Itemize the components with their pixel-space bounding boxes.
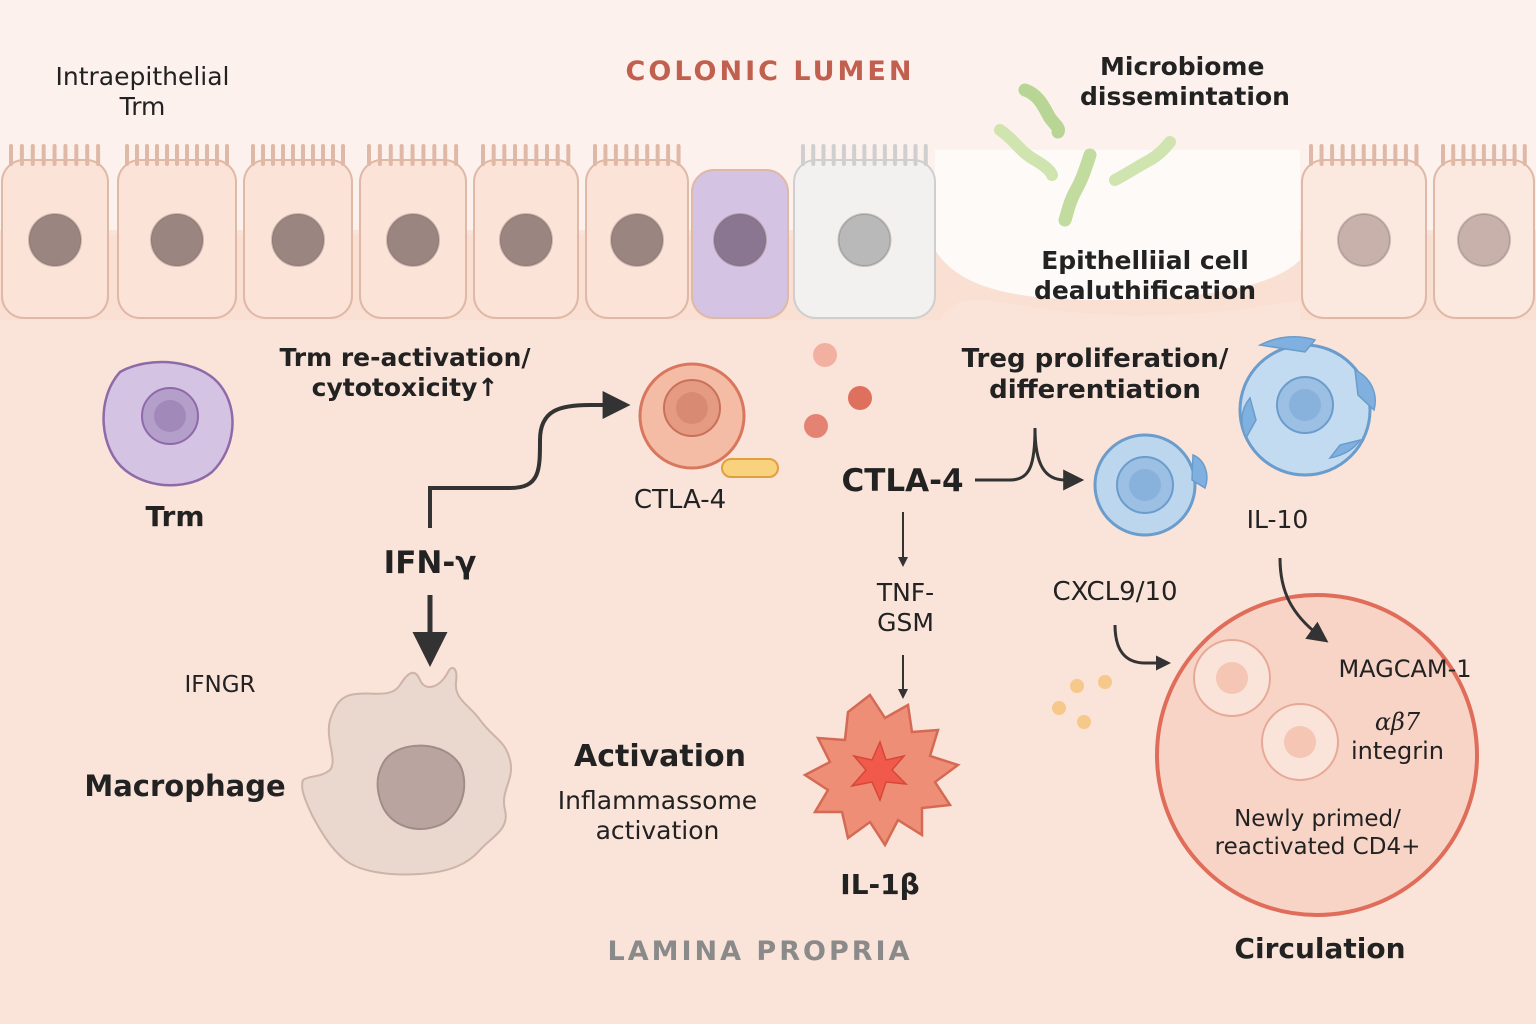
label-epithelial-damage: Epithelliial cell dealuthification bbox=[1020, 246, 1270, 306]
label-microbiome-line2: dissemintation bbox=[1080, 82, 1290, 111]
label-cxcl: CXCL9/10 bbox=[1052, 577, 1178, 607]
epithelial-nucleus bbox=[28, 213, 82, 267]
cytokine-dot-icon bbox=[1077, 715, 1091, 729]
label-intraepithelial-trm: Intraepithelial Trm bbox=[20, 62, 265, 122]
label-integrin: αβ7 integrin bbox=[1340, 708, 1455, 766]
label-cd4: Newly primed/ reactivated CD4+ bbox=[1205, 806, 1430, 861]
label-il1b: IL-1β bbox=[840, 868, 920, 901]
treg-cell-large bbox=[1238, 335, 1376, 477]
epithelial-nucleus bbox=[499, 213, 553, 267]
circulation-vessel bbox=[1155, 593, 1479, 917]
cytokine-dot-icon bbox=[1070, 679, 1084, 693]
label-macrophage: Macrophage bbox=[84, 769, 286, 803]
zone-label-lamina-propria: LAMINA PROPRIA bbox=[607, 936, 913, 967]
label-ifngr: IFNGR bbox=[184, 672, 256, 698]
microvilli bbox=[367, 144, 459, 166]
label-tnf-line2: GSM bbox=[877, 608, 934, 637]
bacteria-cluster bbox=[994, 83, 1176, 227]
label-treg-line1: Treg proliferation/ bbox=[961, 344, 1229, 374]
label-microbiome-line1: Microbiome bbox=[1100, 52, 1265, 81]
arrow-icon bbox=[1113, 624, 1171, 671]
epithelial-nucleus bbox=[713, 213, 767, 267]
rod-bacterium-icon bbox=[1058, 148, 1097, 227]
epithelial-nucleus bbox=[1337, 213, 1391, 267]
label-intraepithelial-trm-line2: Trm bbox=[119, 92, 166, 121]
label-intraepithelial-trm-line1: Intraepithelial bbox=[55, 62, 230, 91]
label-il10: IL-10 bbox=[1246, 505, 1309, 534]
label-ctla4-central: CTLA-4 bbox=[841, 463, 964, 499]
epithelial-nucleus bbox=[386, 213, 440, 267]
label-trm-reactivation-line1: Trm re-activation/ bbox=[279, 343, 531, 372]
zone-label-lumen: COLONIC LUMEN bbox=[625, 56, 915, 87]
microvilli bbox=[125, 144, 229, 166]
label-activation-sub-line1: Inflammassome bbox=[557, 786, 758, 815]
label-activation-sub: Inflammassome activation bbox=[545, 786, 770, 846]
rod-bacterium-icon bbox=[1018, 83, 1065, 139]
microvilli bbox=[9, 144, 101, 166]
epithelial-nucleus bbox=[610, 213, 664, 267]
cytokine-dot-icon bbox=[813, 343, 837, 367]
microvilli bbox=[593, 144, 681, 166]
epithelial-gap bbox=[935, 150, 1300, 300]
cytokine-dots-red bbox=[804, 343, 872, 438]
label-trm-reactivation: Trm re-activation/ cytotoxicity↑ bbox=[255, 343, 555, 403]
microvilli bbox=[481, 144, 571, 166]
epithelial-nucleus bbox=[150, 213, 204, 267]
cytokine-dot-icon bbox=[804, 414, 828, 438]
label-cd4-line1: Newly primed/ bbox=[1234, 806, 1401, 832]
label-treg: Treg proliferation/ differentiation bbox=[945, 344, 1245, 406]
label-ctla4-cell: CTLA-4 bbox=[633, 485, 727, 515]
label-epithelial-damage-line2: dealuthification bbox=[1033, 276, 1257, 305]
cytokine-dots-yellow bbox=[1052, 675, 1112, 729]
label-cd4-line2: reactivated CD4+ bbox=[1214, 833, 1421, 860]
label-ifng: IFN-γ bbox=[383, 545, 477, 581]
label-madcam: MAGCAM-1 bbox=[1338, 655, 1472, 683]
label-trm: Trm bbox=[145, 500, 205, 533]
epithelial-nucleus bbox=[271, 213, 325, 267]
arrows bbox=[412, 391, 1329, 699]
label-tnf-line1: TNF- bbox=[876, 578, 935, 607]
arrow-icon bbox=[1278, 557, 1329, 643]
zone-label-circulation: Circulation bbox=[1234, 932, 1406, 965]
label-microbiome: Microbiome dissemintation bbox=[1080, 52, 1320, 112]
label-treg-line2: differentiation bbox=[989, 375, 1201, 406]
rod-bacterium-icon bbox=[1109, 136, 1176, 186]
label-tnf: TNF- GSM bbox=[858, 578, 953, 638]
label-integrin-line1: αβ7 bbox=[1374, 708, 1421, 736]
trm-cell bbox=[102, 360, 234, 487]
inflammatory-cell bbox=[802, 693, 961, 848]
ctla4-receptor bbox=[721, 458, 779, 478]
macrophage-cell bbox=[301, 666, 513, 876]
treg-cell-small bbox=[1093, 433, 1208, 537]
label-integrin-line2: integrin bbox=[1350, 736, 1445, 765]
cytokine-dot-icon bbox=[1098, 675, 1112, 689]
label-activation-sub-line2: activation bbox=[595, 816, 720, 845]
ctla4-cytotoxic-cell bbox=[638, 362, 779, 478]
epithelial-nucleus bbox=[837, 213, 892, 267]
cytokine-dot-icon bbox=[848, 386, 872, 410]
cytokine-dot-icon bbox=[1052, 701, 1066, 715]
epithelial-cells bbox=[1, 144, 1535, 319]
label-epithelial-damage-line1: Epithelliial cell bbox=[1041, 246, 1249, 275]
arrow-icon bbox=[975, 427, 1080, 480]
microvilli bbox=[801, 144, 928, 166]
epithelial-nucleus bbox=[1457, 213, 1511, 267]
microvilli bbox=[1441, 144, 1527, 166]
microvilli bbox=[1309, 144, 1419, 166]
label-trm-reactivation-line2: cytotoxicity↑ bbox=[311, 373, 499, 402]
rod-bacterium-icon bbox=[994, 124, 1058, 181]
label-activation-title: Activation bbox=[573, 739, 747, 774]
microvilli bbox=[251, 144, 345, 166]
arrow-icon bbox=[428, 391, 631, 528]
